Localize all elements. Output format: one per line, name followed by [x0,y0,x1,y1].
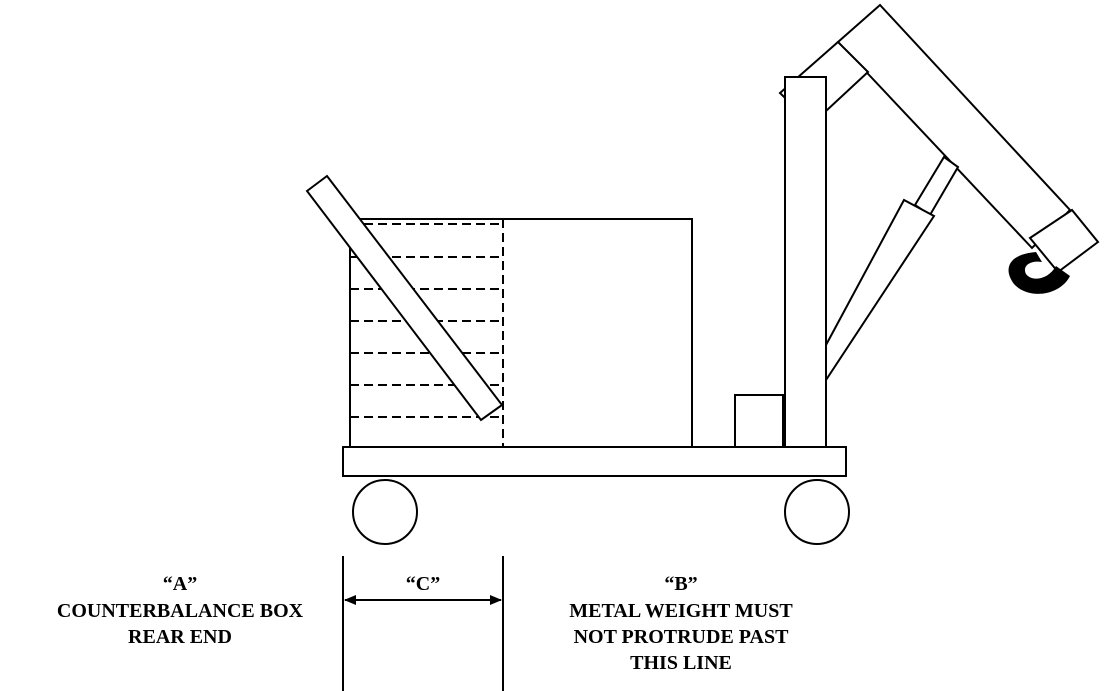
label-b-line3: THIS LINE [630,652,732,674]
mast-base-block [734,394,784,448]
mast [784,76,827,448]
rear-wheel [352,479,418,545]
hydraulic-cylinder [825,155,960,384]
lift-boom [778,3,1100,294]
label-b-line2: NOT PROTRUDE PAST [574,626,790,648]
label-a-line1: COUNTERBALANCE BOX [57,600,304,622]
front-wheel [784,479,850,545]
counterbalance-box [349,218,693,448]
base-platform [342,446,847,477]
hook-icon [1008,252,1070,294]
label-c-title: “C” [406,573,440,595]
label-b-line1: METAL WEIGHT MUST [569,600,793,622]
label-b-title: “B” [664,573,697,595]
label-a-line2: REAR END [128,626,232,648]
label-a-title: “A” [163,573,197,595]
handle-bar [305,174,504,422]
